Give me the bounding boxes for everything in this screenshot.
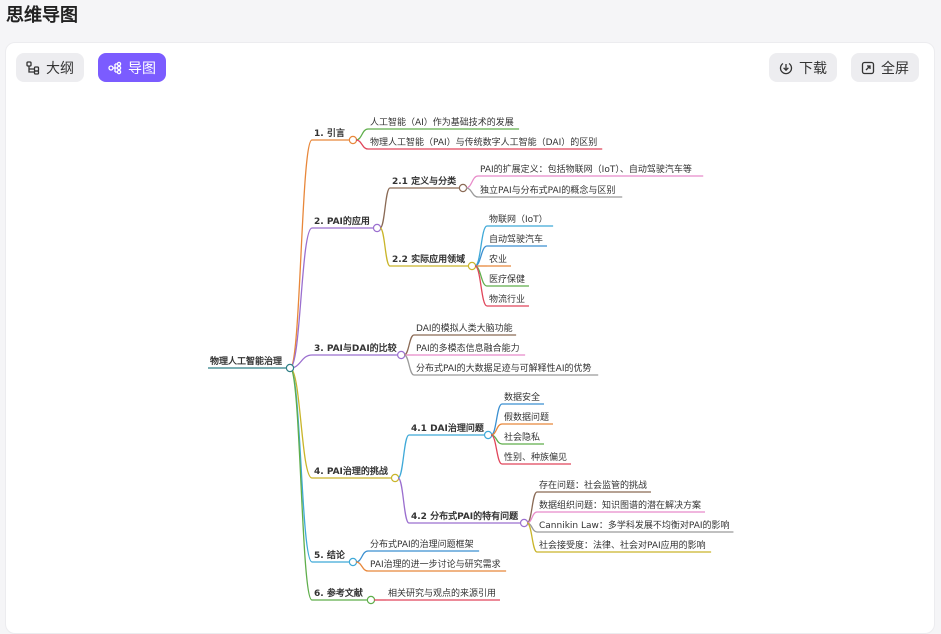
leaf-node[interactable]: 社会接受度：法律、社会对PAI应用的影响 [539, 539, 706, 551]
root-collapse-handle[interactable] [285, 363, 295, 373]
leaf-connector [355, 128, 369, 141]
leaf-node[interactable]: 假数据问题 [504, 411, 549, 423]
leaf-node[interactable]: DAI的模拟人类大脑功能 [416, 322, 513, 334]
leaf-connector [526, 522, 538, 553]
fullscreen-button[interactable]: 全屏 [851, 53, 919, 82]
subbranch-collapse-handle[interactable] [519, 518, 529, 528]
page-title: 思维导图 [6, 5, 78, 26]
branch-collapse-handle[interactable] [348, 557, 358, 567]
branch-connector [289, 367, 313, 479]
leaf-node[interactable]: 数据安全 [504, 391, 540, 403]
branch-node[interactable]: 2. PAI的应用 [314, 215, 370, 227]
branch-collapse-handle[interactable] [397, 350, 406, 360]
outline-view-label: 大纲 [46, 60, 74, 77]
mindmap-icon [108, 61, 122, 74]
subbranch-connector [379, 187, 391, 229]
root-node[interactable]: 物理人工智能治理 [210, 355, 282, 367]
leaf-node[interactable]: PAI的多模态信息融合能力 [416, 342, 520, 354]
leaf-node[interactable]: 分布式PAI的治理问题框架 [370, 538, 474, 550]
mindmap-view-label: 导图 [128, 60, 156, 77]
leaf-connector [474, 265, 488, 307]
leaf-node[interactable]: 性别、种族偏见 [504, 451, 567, 463]
leaf-connector [355, 550, 369, 563]
subbranch-collapse-handle[interactable] [467, 261, 477, 271]
subbranch-connector [397, 477, 410, 524]
subbranch-node[interactable]: 4.1 DAI治理问题 [411, 422, 485, 434]
outline-view-button[interactable]: 大纲 [16, 53, 84, 82]
leaf-node[interactable]: 人工智能（AI）作为基础技术的发展 [370, 116, 514, 128]
leaf-node[interactable]: PAI的扩展定义：包括物联网（IoT）、自动驾驶汽车等 [480, 163, 692, 175]
subbranch-node[interactable]: 2.1 定义与分类 [392, 175, 457, 187]
mindmap-canvas[interactable]: 物理人工智能治理 1. 引言 人工智能（AI）作为基础技术的发展物理人工智能（PAI… [0, 0, 941, 619]
download-button[interactable]: 下载 [769, 53, 837, 82]
leaf-node[interactable]: 医疗保健 [489, 273, 525, 285]
subbranch-node[interactable]: 4.2 分布式PAI的特有问题 [411, 510, 519, 522]
leaf-connector [355, 139, 369, 150]
leaf-node[interactable]: 独立PAI与分布式PAI的概念与区别 [480, 184, 615, 196]
branch-collapse-handle[interactable] [366, 595, 376, 605]
subbranch-node[interactable]: 2.2 实际应用领域 [392, 253, 465, 265]
subbranch-collapse-handle[interactable] [458, 183, 468, 193]
branch-node[interactable]: 5. 结论 [314, 549, 346, 561]
branch-collapse-handle[interactable] [390, 473, 400, 483]
branch-collapse-handle[interactable] [372, 223, 382, 233]
download-label: 下载 [799, 60, 827, 77]
leaf-node[interactable]: 数据组织问题：知识图谱的潜在解决方案 [539, 499, 701, 511]
mindmap-view-button[interactable]: 导图 [98, 53, 166, 82]
subbranch-connector [379, 227, 391, 267]
fullscreen-label: 全屏 [881, 60, 909, 77]
branch-collapse-handle[interactable] [348, 135, 358, 145]
branch-node[interactable]: 4. PAI治理的挑战 [314, 465, 388, 477]
branch-node[interactable]: 3. PAI与DAI的比较 [314, 342, 397, 354]
download-icon [779, 62, 793, 74]
branch-connector [289, 139, 313, 369]
leaf-node[interactable]: 存在问题：社会监管的挑战 [539, 479, 647, 491]
leaf-node[interactable]: 物联网（IoT） [489, 213, 548, 225]
leaf-connector [403, 334, 415, 356]
outline-icon [26, 60, 40, 75]
leaf-connector [355, 561, 369, 572]
branch-node[interactable]: 1. 引言 [314, 127, 345, 139]
leaf-node[interactable]: 自动驾驶汽车 [489, 233, 543, 245]
leaf-connector [490, 434, 503, 465]
subbranch-collapse-handle[interactable] [483, 430, 493, 440]
leaf-node[interactable]: PAI治理的进一步讨论与研究需求 [370, 558, 501, 570]
branch-connector [289, 367, 313, 563]
leaf-node[interactable]: 社会隐私 [504, 431, 540, 443]
leaf-node[interactable]: Cannikin Law：多学科发展不均衡对PAI的影响 [539, 519, 730, 531]
branch-node[interactable]: 6. 参考文献 [314, 587, 363, 599]
leaf-node[interactable]: 相关研究与观点的来源引用 [388, 587, 496, 599]
branch-connector [289, 227, 313, 369]
mindmap-card [5, 42, 935, 634]
leaf-node[interactable]: 物理人工智能（PAI）与传统数字人工智能（DAI）的区别 [370, 136, 597, 148]
leaf-connector [465, 187, 479, 198]
subbranch-connector [397, 434, 410, 479]
leaf-node[interactable]: 分布式PAI的大数据足迹与可解释性AI的优势 [416, 362, 591, 374]
leaf-connector [465, 175, 479, 189]
leaf-node[interactable]: 农业 [489, 253, 507, 265]
branch-connector [289, 367, 313, 601]
leaf-connector [403, 354, 415, 376]
leaf-node[interactable]: 物流行业 [489, 293, 525, 305]
fullscreen-icon [861, 61, 875, 74]
